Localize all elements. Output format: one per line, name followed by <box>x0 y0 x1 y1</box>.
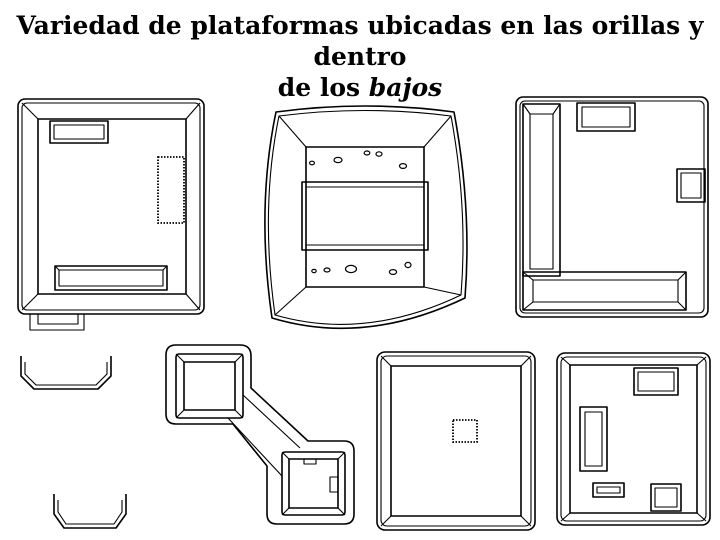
title-line-1: Variedad de plataformas ubicadas en las … <box>16 11 704 71</box>
platform-fragment-1 <box>20 356 112 390</box>
platform-fragment-2 <box>53 494 127 529</box>
platform-6 <box>556 352 711 526</box>
title-line-2-prefix: de los <box>277 73 369 102</box>
title-line-2-italic: bajos <box>368 73 443 102</box>
platform-5 <box>376 351 536 531</box>
platform-2 <box>264 105 468 330</box>
platform-3 <box>515 96 709 318</box>
figure-title: Variedad de plataformas ubicadas en las … <box>0 10 720 103</box>
title-line-2: de los bajos <box>0 72 720 103</box>
platform-4 <box>165 344 355 525</box>
platform-1 <box>17 98 205 331</box>
